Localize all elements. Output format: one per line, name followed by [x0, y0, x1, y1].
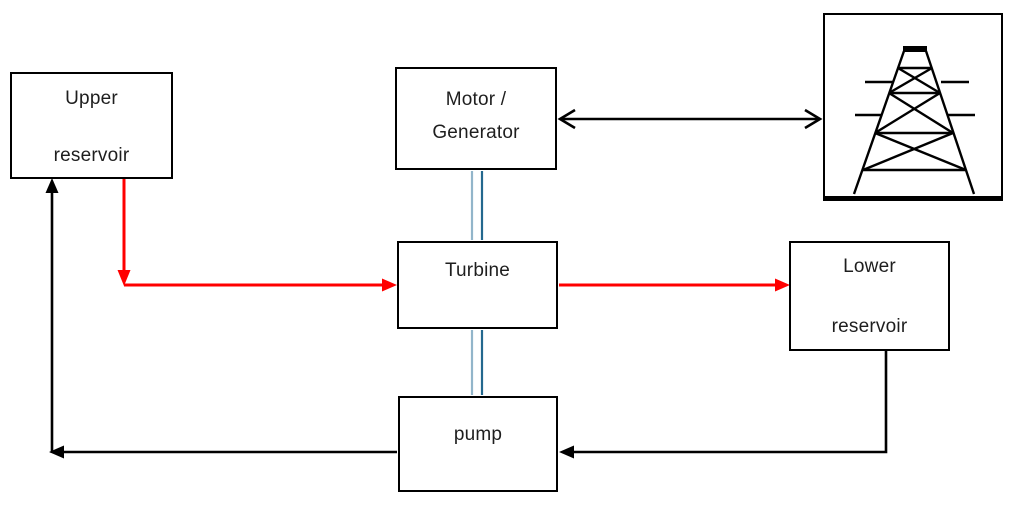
pump-label: pump	[453, 424, 503, 445]
motor-generator-label-line1: Motor /	[445, 88, 507, 110]
arrowhead-into-pump	[559, 445, 574, 459]
lower-reservoir-label-line2: reservoir	[831, 316, 908, 337]
motor-generator-label-line2: Generator	[432, 121, 520, 143]
upper-reservoir-label-line2: reservoir	[53, 145, 130, 166]
node-pump: pump	[398, 396, 558, 492]
arrowhead-open-right	[804, 108, 823, 130]
upper-reservoir-label-line1: Upper	[65, 88, 118, 109]
node-upper-reservoir: Upper reservoir	[10, 72, 173, 179]
tower-top-cap	[903, 46, 927, 52]
node-lower-reservoir: Lower reservoir	[789, 241, 950, 351]
edge-lower-to-pump	[572, 351, 888, 454]
node-turbine: Turbine	[397, 241, 558, 329]
arrowhead-red-into-turbine	[382, 278, 397, 292]
node-grid-tower	[823, 13, 1003, 201]
arrowhead-open-left	[557, 108, 576, 130]
arrowhead-red-down	[117, 270, 131, 286]
arrowhead-red-into-lower	[775, 278, 790, 292]
transmission-tower-icon	[852, 46, 976, 195]
arrowhead-into-upper	[45, 178, 59, 193]
node-motor-generator: Motor / Generator	[395, 67, 557, 170]
turbine-label: Turbine	[444, 260, 511, 281]
arrowhead-black-left	[49, 445, 64, 459]
lower-reservoir-label-line1: Lower	[843, 256, 896, 277]
